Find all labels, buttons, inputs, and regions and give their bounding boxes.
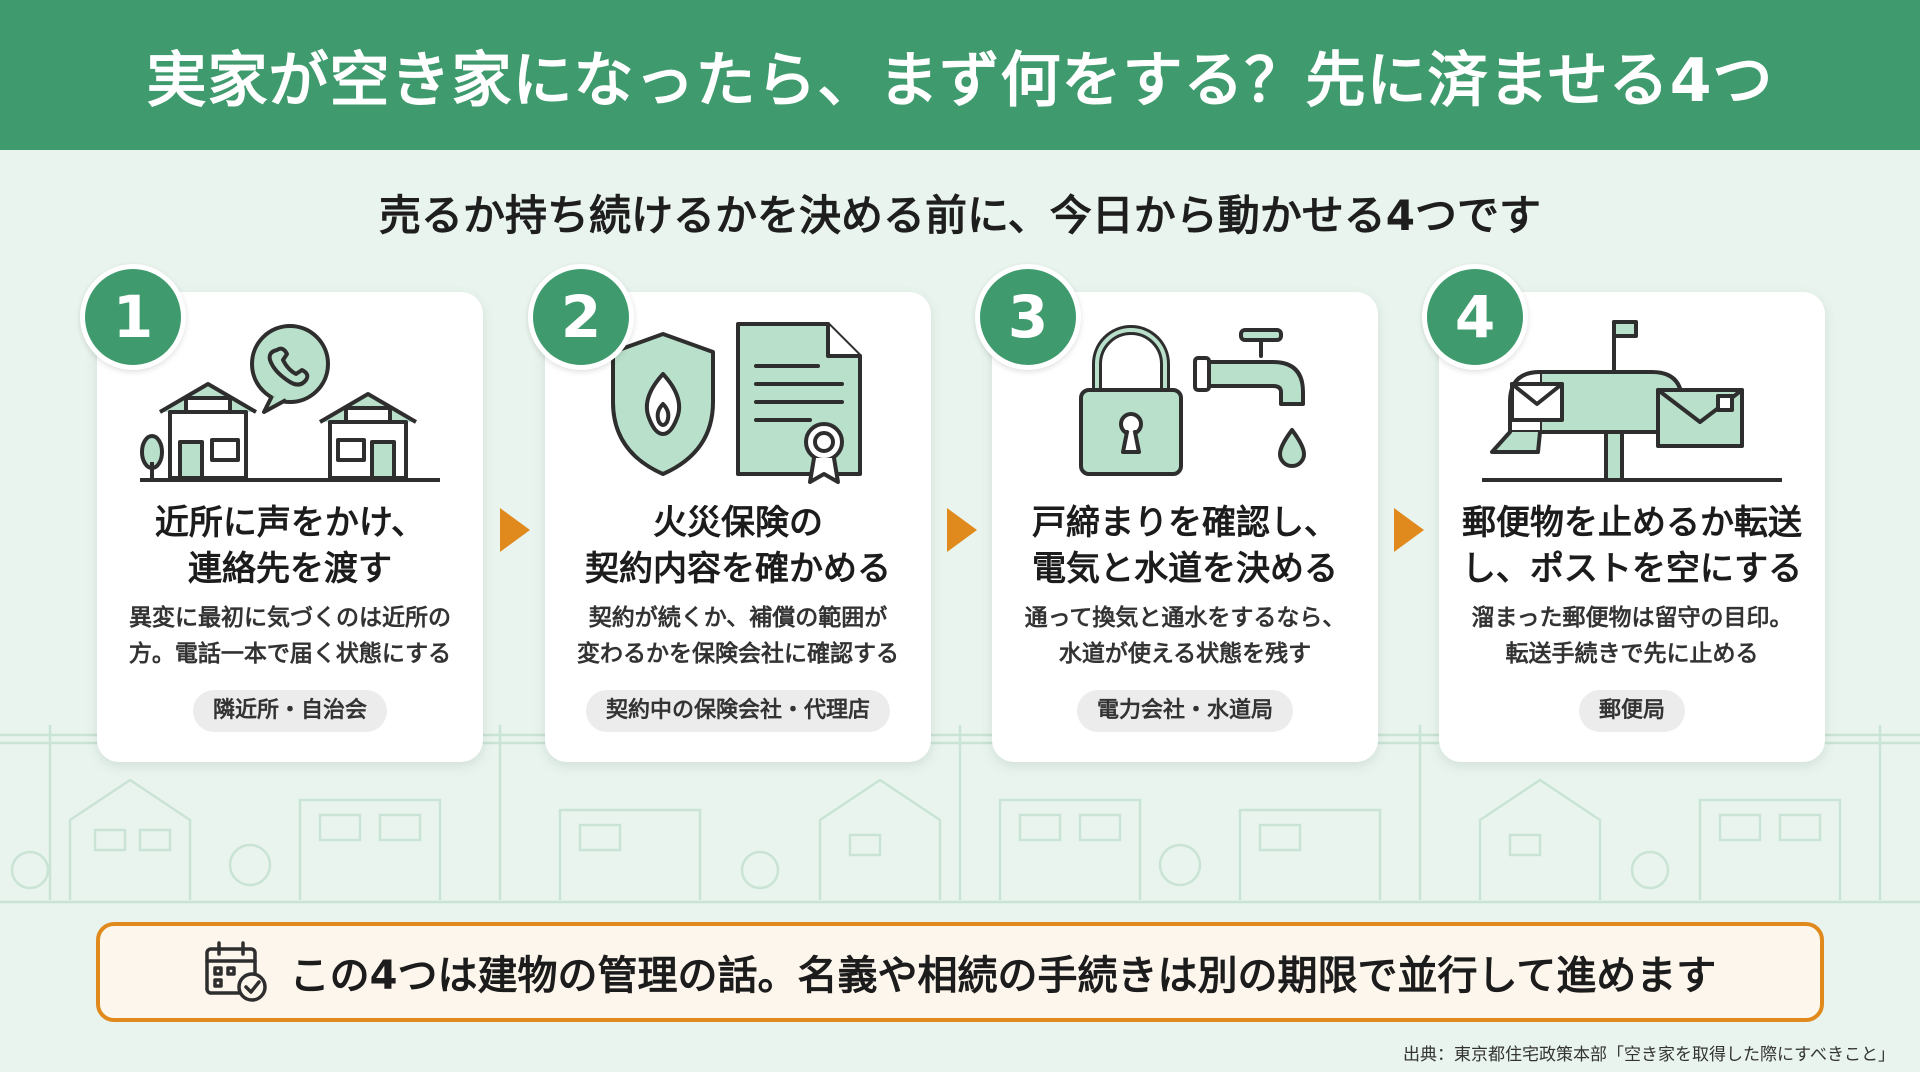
step-title: 郵便物を止めるか転送 し、ポストを空にする	[1461, 503, 1803, 589]
source-citation: 出典：東京都住宅政策本部「空き家を取得した際にすべきこと」	[1403, 1045, 1895, 1065]
note-text: この4つは建物の管理の話。名義や相続の手続きは別の期限で並行して進めます	[289, 953, 1717, 999]
step-card-2: 火災保険の 契約内容を確かめる 契約が続くか、補償の範囲が 変わるかを保険会社に…	[545, 292, 931, 762]
step-number-badge: 3	[975, 264, 1081, 370]
step-card-4: 郵便物を止めるか転送 し、ポストを空にする 溜まった郵便物は留守の目印。 転送手…	[1439, 292, 1825, 762]
step-number-badge: 2	[528, 264, 634, 370]
step-number-badge: 4	[1422, 264, 1528, 370]
step-contact-tag: 契約中の保険会社・代理店	[585, 690, 891, 732]
step-card-1: 近所に声をかけ、 連絡先を渡す 異変に最初に気づくのは近所の 方。電話一本で届く…	[97, 292, 483, 762]
step-contact-tag: 電力会社・水道局	[1076, 690, 1294, 732]
step-number-badge: 1	[80, 264, 186, 370]
step-card-3: 戸締まりを確認し、 電気と水道を決める 通って換気と通水をするなら、 水道が使え…	[992, 292, 1378, 762]
arrow-right-icon	[1394, 508, 1424, 552]
fire-shield-certificate-icon	[611, 322, 862, 484]
step-title: 近所に声をかけ、 連絡先を渡す	[154, 503, 426, 589]
header-banner: 実家が空き家になったら、まず何をする？先に済ませる4つ	[0, 0, 1920, 150]
step-title: 戸締まりを確認し、 電気と水道を決める	[1032, 503, 1338, 589]
step-description: 通って換気と通水をするなら、 水道が使える状態を残す	[1024, 605, 1346, 667]
arrow-right-icon	[947, 508, 977, 552]
arrow-right-icon	[500, 508, 530, 552]
step-description: 溜まった郵便物は留守の目印。 転送手続きで先に止める	[1471, 605, 1793, 667]
calendar-check-icon	[204, 941, 267, 1002]
neighbor-houses-phone-icon	[140, 324, 440, 482]
bottom-note: この4つは建物の管理の話。名義や相続の手続きは別の期限で並行して進めます	[96, 922, 1824, 1022]
padlock-faucet-icon	[1079, 325, 1306, 476]
step-description: 契約が続くか、補償の範囲が 変わるかを保険会社に確認する	[577, 605, 899, 667]
page-subtitle: 売るか持ち続けるかを決める前に、今日から動かせる4つです	[379, 191, 1541, 240]
step-contact-tag: 郵便局	[1578, 690, 1686, 732]
step-description: 異変に最初に気づくのは近所の 方。電話一本で届く状態にする	[128, 605, 452, 667]
step-contact-tag: 隣近所・自治会	[192, 690, 388, 732]
mailbox-envelope-icon	[1482, 320, 1782, 482]
page-title: 実家が空き家になったら、まず何をする？先に済ませる4つ	[146, 45, 1774, 116]
step-title: 火災保険の 契約内容を確かめる	[585, 503, 891, 589]
